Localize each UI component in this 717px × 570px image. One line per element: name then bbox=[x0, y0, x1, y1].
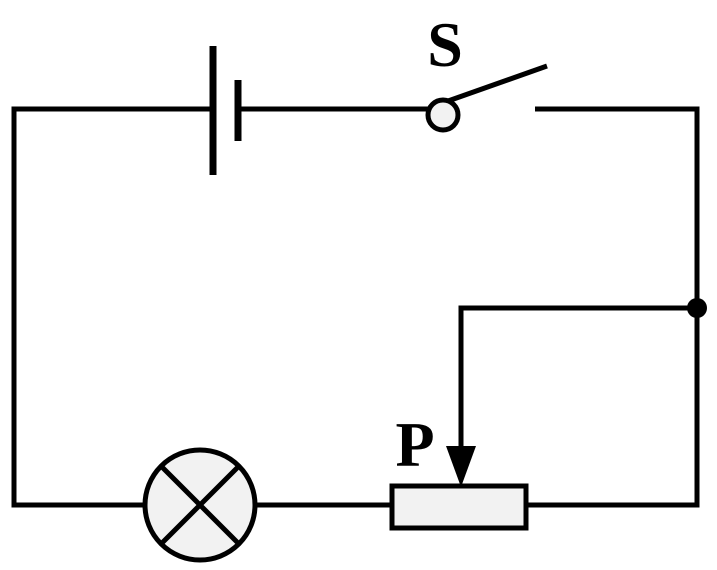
lamp-icon bbox=[142, 447, 258, 563]
slider-label: P bbox=[395, 409, 434, 480]
battery-cell-icon bbox=[209, 46, 242, 175]
wire-slider-contact bbox=[458, 305, 697, 458]
switch-pivot bbox=[425, 97, 461, 133]
lamp-cross-b bbox=[159, 464, 241, 546]
sliding-rheostat-icon bbox=[389, 483, 529, 531]
switch-label: S bbox=[427, 9, 463, 80]
switch-blade bbox=[447, 63, 548, 104]
wire-top-left bbox=[11, 106, 213, 508]
open-switch-icon bbox=[425, 63, 548, 133]
slider-arrowhead-icon bbox=[446, 446, 476, 487]
